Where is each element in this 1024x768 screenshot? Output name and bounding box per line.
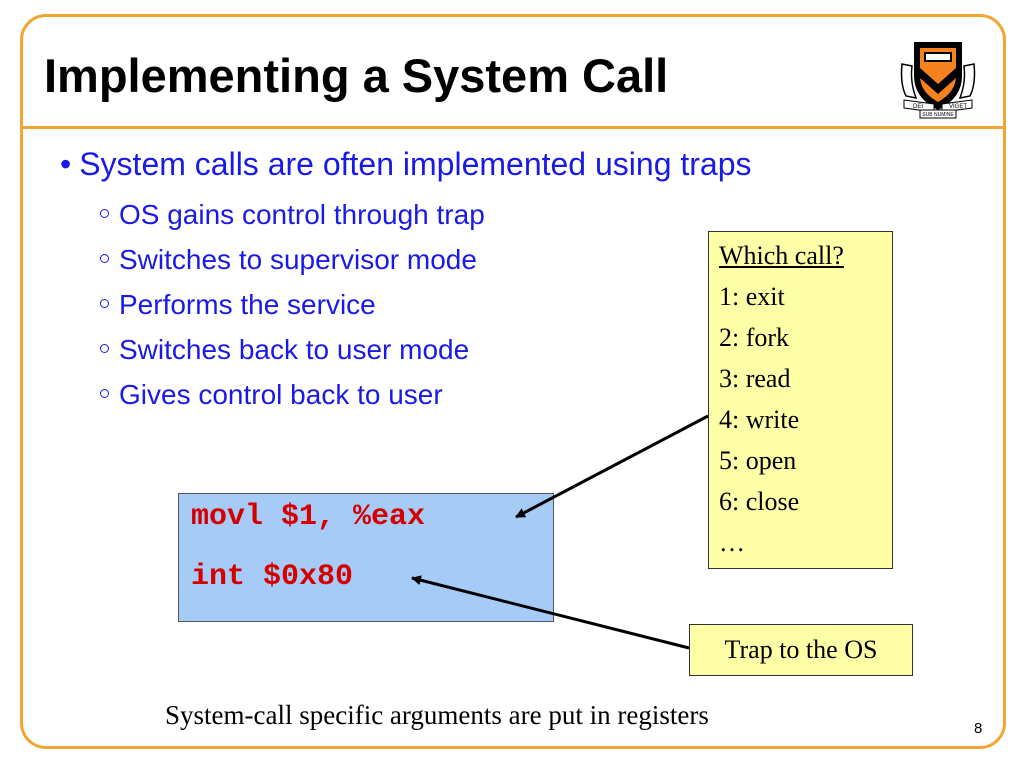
sub-bullet-list: OS gains control through trap Switches t… [100,199,485,424]
logo-motto-left: DEI [913,104,923,110]
sub-bullet: Switches to supervisor mode [100,244,485,289]
syscall-entry-ellipsis: … [719,528,745,557]
sub-bullet-text: Gives control back to user [119,379,443,410]
logo-motto-bottom: SUB NUMINE [922,112,954,118]
page-number: 8 [974,720,983,737]
sub-bullet: Performs the service [100,289,485,334]
syscall-table-heading: Which call? [719,241,844,270]
main-bullet-text: System calls are often implemented using… [79,146,752,182]
slide-title: Implementing a System Call [44,49,669,102]
syscall-entry: 3: read [719,364,791,393]
ring-bullet-icon [100,299,109,309]
trap-callout: Trap to the OS [689,624,913,676]
sub-bullet-text: Performs the service [119,289,376,320]
ring-bullet-icon [100,254,109,264]
main-bullet: •System calls are often implemented usin… [60,146,752,183]
ring-bullet-icon [100,209,109,219]
code-line-movl: movl $1, %eax [191,500,426,534]
princeton-shield-icon: DEI VIGET SUB NUMINE [900,42,976,119]
syscall-entry: 1: exit [719,282,785,311]
sub-bullet-text: OS gains control through trap [119,199,485,230]
logo-motto-right: VIGET [949,104,967,110]
syscall-entry: 6: close [719,487,800,516]
syscall-entry: 4: write [719,405,800,434]
code-box: movl $1, %eax int $0x80 [178,493,554,622]
sub-bullet: OS gains control through trap [100,199,485,244]
ring-bullet-icon [100,389,109,399]
syscall-table-callout: Which call? 1: exit 2: fork 3: read 4: w… [708,231,893,569]
ring-bullet-icon [100,344,109,354]
sub-bullet: Gives control back to user [100,379,485,424]
sub-bullet-text: Switches to supervisor mode [119,244,477,275]
syscall-entry: 2: fork [719,323,790,352]
syscall-entry: 5: open [719,446,797,475]
sub-bullet: Switches back to user mode [100,334,485,379]
slide-caption: System-call specific arguments are put i… [165,700,709,730]
code-line-int: int $0x80 [191,560,354,594]
slide-frame [20,14,1006,749]
title-divider [20,126,1006,129]
sub-bullet-text: Switches back to user mode [119,334,470,365]
bullet-dot-icon: • [60,146,72,182]
